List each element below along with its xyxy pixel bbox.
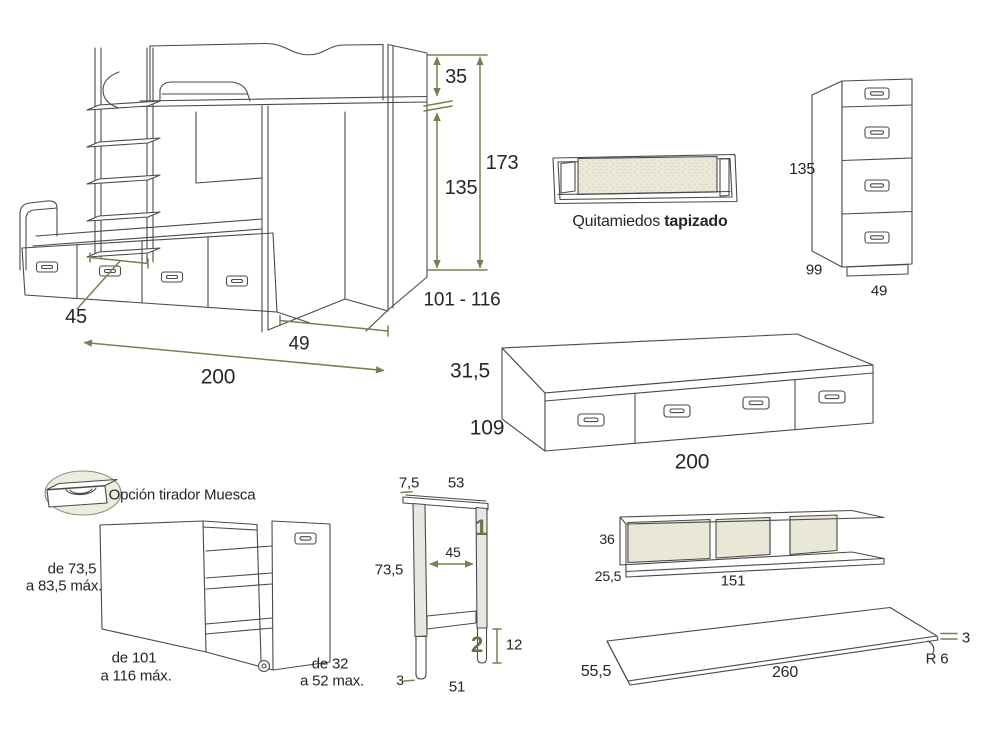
dim-chest-width: 49 — [870, 282, 888, 300]
dim-board-thickness: 3 — [961, 629, 971, 647]
guard-rail-caption: Quitamiedos tapizado — [572, 214, 727, 230]
dim-desk-depth-2: a 52 max. — [299, 672, 365, 690]
dim-leg-extension: 12 — [505, 636, 523, 654]
leg-position-2: 2 — [470, 632, 484, 657]
bunk-bed-drawing — [19, 42, 428, 333]
dim-leg-foot: 3 — [396, 672, 404, 688]
dim-total-height: 173 — [485, 152, 519, 174]
dim-leg-base-width: 51 — [448, 678, 466, 696]
desk-drawing — [44, 470, 331, 673]
dim-desk-height-1: de 73,5 — [47, 560, 97, 578]
dim-shelf-depth: 25,5 — [594, 568, 622, 584]
chest-drawing — [811, 78, 913, 277]
dim-leg-height: 73,5 — [374, 561, 404, 579]
wall-shelf-drawing — [619, 509, 885, 578]
dim-bed-length: 200 — [200, 365, 236, 389]
dim-rail-height: 35 — [445, 66, 467, 88]
dim-trundle-height: 31,5 — [449, 359, 491, 383]
dim-desk-length-1: de 101 — [111, 649, 157, 667]
guard-rail-name: Quitamiedos — [572, 213, 661, 230]
dim-chest-depth: 99 — [805, 261, 823, 279]
dim-desk-depth-1: de 32 — [311, 655, 349, 673]
dim-board-length: 260 — [771, 664, 799, 681]
dim-trundle-depth: 109 — [469, 416, 505, 440]
leg-frame-drawing — [400, 490, 502, 682]
dim-leg-inner-width: 45 — [445, 544, 461, 560]
dim-desk-width: 49 — [288, 333, 310, 355]
dim-depth-range: 101 - 116 — [423, 289, 501, 311]
dim-desk-height-2: a 83,5 máx. — [25, 577, 103, 595]
guard-rail-finish: tapizado — [664, 213, 728, 230]
dim-drawer-width: 45 — [65, 306, 87, 328]
dim-leg-top-width: 53 — [447, 474, 465, 492]
desk-option-caption: Opción tirador Muesca — [108, 486, 256, 504]
dim-desk-length-2: a 116 máx. — [100, 667, 172, 685]
dim-board-radius: R 6 — [925, 650, 949, 668]
trundle-drawing — [501, 333, 874, 452]
dim-leg-top-thickness: 7,5 — [398, 474, 420, 492]
bunk-bed-dimensions — [76, 54, 488, 374]
dim-chest-height: 135 — [788, 161, 816, 178]
dim-trundle-length: 200 — [674, 450, 710, 474]
dim-shelf-height: 36 — [599, 531, 615, 547]
top-board-drawing — [606, 606, 958, 686]
dim-clearance-height: 135 — [444, 177, 478, 199]
leg-position-1: 1 — [474, 515, 488, 540]
guard-rail-drawing — [552, 153, 738, 205]
dim-shelf-width: 151 — [720, 572, 746, 590]
dim-board-depth: 55,5 — [580, 663, 612, 680]
